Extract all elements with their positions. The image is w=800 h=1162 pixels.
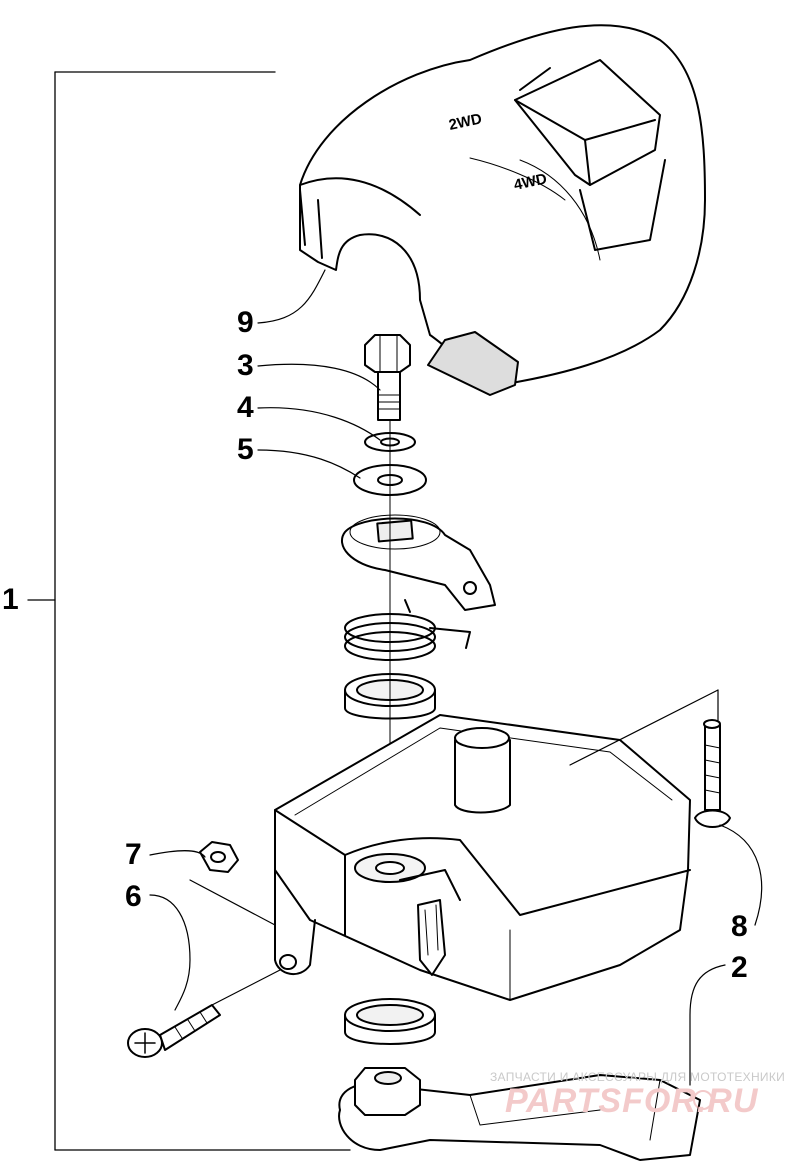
leader-lines <box>149 269 763 1086</box>
switch-label-2wd: 2WD <box>447 110 483 134</box>
selector-arm <box>338 1067 701 1161</box>
switch-cover-housing: 2WD 4WD <box>299 24 706 396</box>
callout-8: 8 <box>731 910 748 943</box>
hex-nut <box>199 841 239 873</box>
callout-1: 1 <box>2 583 19 616</box>
callout-3: 3 <box>237 349 254 382</box>
lower-bushing <box>344 998 436 1045</box>
callout-4: 4 <box>237 391 254 424</box>
callout-6: 6 <box>125 880 142 913</box>
callout-2: 2 <box>731 951 748 984</box>
callout-7: 7 <box>125 838 142 871</box>
callout-5: 5 <box>237 433 254 466</box>
lower-switch-housing <box>274 714 691 1001</box>
watermark-logo-graphic <box>693 1090 713 1110</box>
switch-label-4wd: 4WD <box>512 170 548 194</box>
watermark-logo: PARTSFOR.RU <box>505 1082 759 1120</box>
detent-lever <box>340 514 496 611</box>
hex-bolt <box>364 334 411 421</box>
assembly-bracket <box>27 71 351 1151</box>
phillips-screw <box>127 1004 221 1058</box>
callout-9: 9 <box>237 306 254 339</box>
torsion-spring <box>344 599 471 661</box>
long-screw <box>694 719 731 828</box>
watermark-caption: ЗАПЧАСТИ И АКСЕССУАРЫ ДЛЯ МОТОТЕХНИКИ <box>490 1070 786 1084</box>
